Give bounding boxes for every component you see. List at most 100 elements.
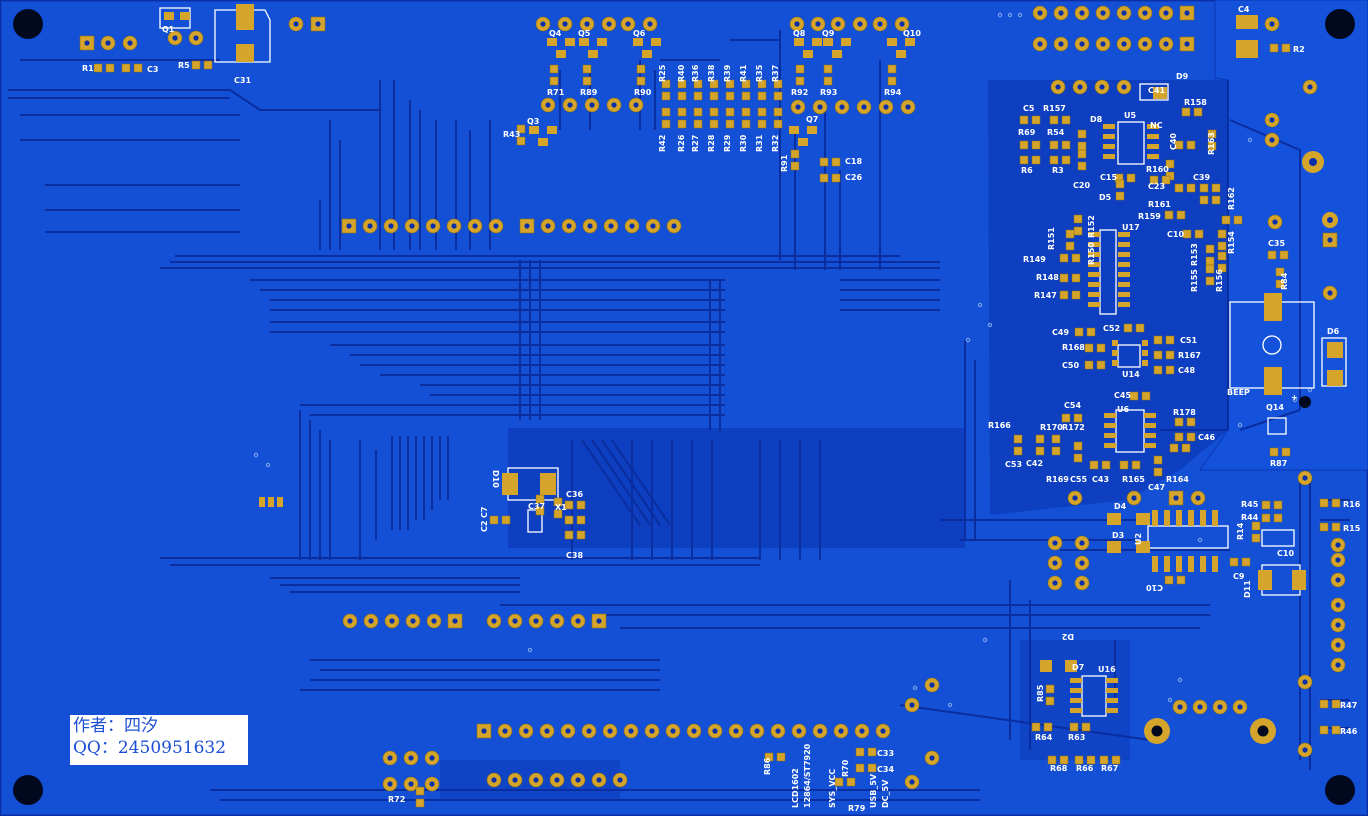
silk-label: C31 [234, 76, 251, 85]
mounting-holes [13, 9, 1355, 805]
silk-label: R90 [634, 88, 652, 97]
silk-label: R167 [1178, 351, 1201, 360]
silk-label: C18 [845, 157, 862, 166]
silk-label: R27 [691, 135, 700, 152]
silk-label: R31 [755, 134, 764, 152]
author-line: 作者：四汐 [73, 716, 158, 736]
silk-label: C7 [480, 507, 489, 518]
silk-label: R70 [841, 759, 850, 777]
silk-label: R156 [1215, 269, 1224, 292]
silk-label: Q4 [549, 29, 562, 38]
silk-label: R93 [820, 88, 837, 97]
silk-label: C3 [147, 65, 158, 74]
silk-label: C47 [1148, 483, 1165, 492]
silk-label: Q5 [578, 29, 591, 38]
silk-label: R44 [1241, 513, 1259, 522]
silk-label: U14 [1122, 370, 1140, 379]
silk-label: R166 [988, 421, 1011, 430]
silk-label: R169 [1046, 475, 1069, 484]
silk-label: C45 [1114, 391, 1131, 400]
silk-label: U6 [1117, 405, 1129, 414]
silk-label: R72 [388, 795, 405, 804]
silk-label: C41 [1148, 86, 1165, 95]
silk-label: C10 [1167, 230, 1184, 239]
silk-label: R47 [1340, 701, 1357, 710]
silk-label: R67 [1101, 764, 1118, 773]
silk-label: R168 [1062, 343, 1085, 352]
silk-label: R89 [580, 88, 598, 97]
silk-label: U17 [1122, 223, 1140, 232]
silk-label: C43 [1092, 475, 1109, 484]
silk-label: R32 [771, 135, 780, 152]
silk-label: Q6 [633, 29, 646, 38]
silk-label: R151 [1047, 227, 1056, 250]
large-pads [1144, 15, 1338, 744]
silk-label: D5 [1099, 193, 1112, 202]
silk-label: R84 [1280, 272, 1289, 290]
silk-label: R26 [677, 134, 686, 152]
silk-label: R152 [1087, 215, 1096, 238]
author-note: 作者：四汐 QQ：2450951632 [70, 715, 248, 765]
silk-label: D10 [491, 470, 500, 488]
silk-label: C15 [1100, 173, 1117, 182]
silk-label: D11 [1243, 580, 1252, 598]
silk-label: Q9 [822, 29, 835, 38]
silk-label: C40 [1169, 133, 1178, 150]
silk-label: R41 [739, 64, 748, 82]
silk-label: D4 [1114, 502, 1127, 511]
silk-label: R163 [1207, 132, 1216, 155]
silk-label: D2 [1062, 632, 1074, 641]
silk-label: C39 [1193, 173, 1210, 182]
silk-label: R66 [1076, 764, 1094, 773]
silk-label: R147 [1034, 291, 1057, 300]
silk-label: R30 [739, 134, 748, 152]
silk-label: R5 [178, 61, 190, 70]
silk-label: R54 [1047, 128, 1065, 137]
silk-label: R79 [848, 804, 866, 813]
silk-label: C10 [1146, 583, 1163, 592]
silk-label: R28 [707, 134, 716, 152]
silk-label: Q8 [793, 29, 806, 38]
silk-label: R36 [691, 64, 700, 82]
silk-label: C50 [1062, 361, 1079, 370]
silk-label: R35 [755, 64, 764, 82]
silk-label: R150 [1087, 242, 1096, 265]
silk-label: R68 [1050, 764, 1068, 773]
silk-label: R16 [1343, 500, 1361, 509]
silk-label: Q14 [1266, 403, 1284, 412]
silk-label: C2 [480, 521, 489, 532]
silk-label: Q7 [806, 115, 818, 124]
silk-label: C26 [845, 173, 862, 182]
silk-label: R155 [1190, 269, 1199, 292]
silk-label: U5 [1124, 111, 1136, 120]
silk-label: R63 [1068, 733, 1085, 742]
silk-label: R46 [1340, 727, 1358, 736]
vertical-label: 12864/ST7920 [803, 743, 812, 808]
silk-label: C46 [1198, 433, 1215, 442]
silk-label: R92 [791, 88, 808, 97]
silk-label: R71 [547, 88, 565, 97]
silk-label: NC [1150, 121, 1163, 130]
silk-label: R64 [1035, 733, 1053, 742]
silk-label: R15 [1343, 524, 1361, 533]
silk-label: C37 [528, 502, 545, 511]
silk-label: Q10 [903, 29, 921, 38]
silk-label: D8 [1090, 115, 1103, 124]
silk-label: C10 [1277, 549, 1294, 558]
silk-label: Q1 [162, 25, 175, 34]
silk-label: R87 [1270, 459, 1287, 468]
silk-label: C38 [566, 551, 583, 560]
silk-label: R85 [1036, 684, 1045, 702]
vertical-label: LCD1602 [791, 768, 800, 808]
silk-label: C20 [1073, 181, 1090, 190]
silk-label: R162 [1227, 187, 1236, 210]
silk-label: R170 [1040, 423, 1063, 432]
silk-label: R3 [1052, 166, 1064, 175]
silk-label: R164 [1166, 475, 1189, 484]
silk-label: R45 [1241, 500, 1259, 509]
silk-label: C34 [877, 765, 894, 774]
silk-label: X1 [555, 503, 567, 512]
silk-label: R91 [780, 154, 789, 172]
silk-label: C9 [1233, 572, 1245, 581]
